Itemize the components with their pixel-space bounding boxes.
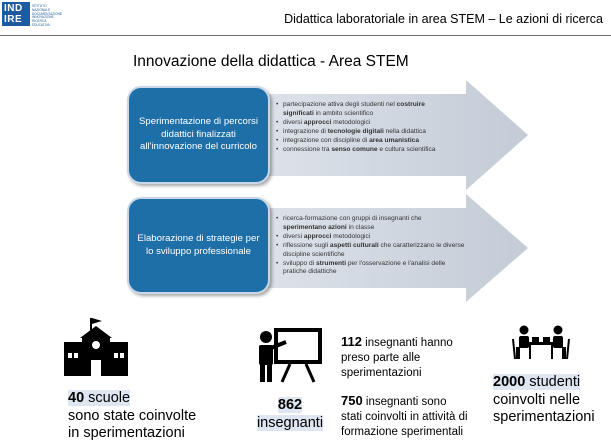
t750-number: 750: [341, 393, 363, 408]
stat-112: 112 insegnanti hanno preso parte alle sp…: [341, 334, 453, 379]
box-elaborazione: Elaborazione di strategie per lo svilupp…: [127, 197, 270, 294]
bullet-item: diversi approcci metodologici: [276, 119, 456, 128]
box-sperimentazione: Sperimentazione di percorsi didattici fi…: [127, 86, 270, 184]
indire-logo: IND IRE ISTITUTO NAZIONALE DOCUMENTAZION…: [2, 2, 62, 32]
bullet-item: diversi approcci metodologici: [276, 233, 466, 242]
box-sperimentazione-label: Sperimentazione di percorsi didattici fi…: [139, 116, 258, 153]
students-word: studenti: [525, 374, 581, 390]
bullet-item: integrazione di tecnologie digitali nell…: [276, 128, 456, 137]
stat-teachers: 862 insegnanti: [252, 397, 328, 432]
schools-number: 40: [68, 390, 85, 406]
box-elaborazione-label: Elaborazione di strategie per lo svilupp…: [137, 233, 260, 257]
stat-students: 2000 studenti coinvolti nelle sperimenta…: [493, 374, 609, 427]
schools-word: scuole: [84, 390, 131, 406]
schools-line2: sono state coinvolte: [68, 407, 197, 424]
section-title: Innovazione della didattica - Area STEM: [133, 53, 409, 70]
bullet-item: partecipazione attiva degli studenti nel…: [276, 101, 456, 119]
stat-750: 750 insegnanti sono stati coinvolti in a…: [341, 393, 468, 438]
logo-mark: IND IRE: [2, 2, 30, 26]
students-number: 2000: [493, 374, 526, 390]
students-line2: coinvolti nelle: [493, 391, 581, 408]
stat-schools: 40 scuole sono state coinvolte in sperim…: [68, 390, 196, 443]
header-title: Didattica laboratoriale in area STEM – L…: [284, 12, 603, 26]
teachers-number: 862: [277, 397, 303, 413]
bullet-item: ricerca-formazione con gruppi di insegna…: [276, 215, 466, 233]
logo-caption: ISTITUTO NAZIONALE DOCUMENTAZIONE INNOVA…: [32, 4, 63, 27]
school-icon: [60, 318, 132, 378]
teacher-board-icon: [256, 328, 322, 384]
header-divider: [0, 35, 611, 36]
bullet-item: sviluppo di strumenti per l'osservazione…: [276, 260, 466, 278]
bullets-sperimentazione: partecipazione attiva degli studenti nel…: [276, 101, 456, 154]
bullet-item: riflessione sugli aspetti culturali che …: [276, 242, 466, 260]
bullets-elaborazione: ricerca-formazione con gruppi di insegna…: [276, 215, 466, 277]
schools-line3: in sperimentazioni: [68, 425, 185, 441]
bullet-item: integrazione con discipline di area uman…: [276, 137, 456, 146]
bullet-item: connessione tra senso comune e cultura s…: [276, 146, 456, 155]
students-table-icon: [512, 325, 572, 361]
teachers-word: insegnanti: [256, 414, 324, 431]
students-line3: sperimentazioni: [493, 409, 595, 425]
t112-number: 112: [341, 334, 362, 349]
